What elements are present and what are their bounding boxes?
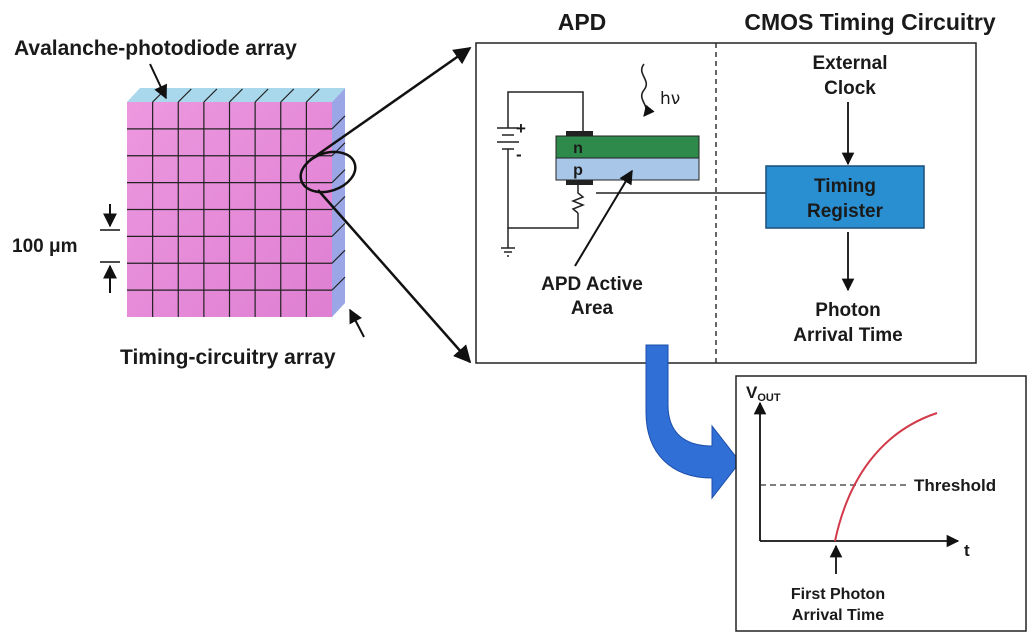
zoom-ellipse	[299, 150, 357, 194]
photodiode-array-block	[127, 88, 346, 317]
external-clock-label-1: External	[813, 53, 888, 74]
array-top-tick	[203, 88, 218, 103]
array-side-tick	[331, 222, 346, 237]
zoom-line-top	[309, 46, 472, 162]
avalanche-array-pointer	[149, 63, 167, 100]
array-side-tick	[331, 249, 346, 264]
timing-register-label-2: Register	[807, 201, 884, 222]
array-top-tick	[254, 88, 269, 103]
array-grid	[127, 88, 346, 317]
battery-minus: -	[516, 145, 522, 164]
array-side-tick	[331, 169, 346, 184]
signal-curve	[834, 412, 938, 542]
photon-energy-label: hν	[660, 89, 680, 109]
big-curved-arrow	[645, 344, 741, 500]
time-axis-label: t	[964, 541, 970, 560]
array-side-tick	[331, 115, 346, 130]
first-photon-label-2: Arrival Time	[792, 607, 884, 624]
detail-panel	[475, 42, 977, 364]
bottom-contact	[566, 180, 593, 185]
apd-header: APD	[558, 9, 607, 35]
timing-array-pointer	[349, 308, 365, 338]
photon-wave-icon	[640, 63, 655, 117]
threshold-label: Threshold	[914, 476, 996, 495]
timing-array-label: Timing-circuitry array	[120, 346, 336, 369]
avalanche-array-label: Avalanche-photodiode array	[14, 37, 297, 60]
battery-plus: +	[516, 119, 526, 138]
array-top-tick	[305, 88, 320, 103]
zoom-line-bottom	[317, 189, 472, 364]
photon-arrival-label-2: Arrival Time	[793, 325, 902, 346]
array-side-tick	[331, 276, 346, 291]
first-photon-label-1: First Photon	[791, 586, 885, 603]
cmos-header: CMOS Timing Circuitry	[744, 9, 996, 35]
timing-register-box	[765, 165, 925, 229]
signal-plot-panel	[735, 375, 1027, 632]
array-side-tick	[331, 142, 346, 157]
external-clock-label-2: Clock	[824, 78, 876, 99]
active-area-pointer	[574, 169, 633, 267]
n-layer-label: n	[573, 140, 583, 157]
apd-active-label-2: Area	[571, 298, 614, 319]
pitch-indicator	[100, 204, 120, 293]
photon-arrival-label-1: Photon	[815, 300, 880, 321]
array-top-tick	[177, 88, 192, 103]
vout-label: VOUT	[746, 383, 781, 404]
top-contact	[566, 131, 593, 136]
array-top-tick	[229, 88, 243, 103]
apd-active-label-1: APD Active	[541, 274, 643, 295]
array-top-tick	[280, 88, 295, 103]
pitch-label: 100 μm	[12, 236, 78, 257]
bias-circuit	[497, 91, 586, 257]
p-layer-label: p	[573, 162, 583, 179]
timing-register-label-1: Timing	[814, 176, 876, 197]
